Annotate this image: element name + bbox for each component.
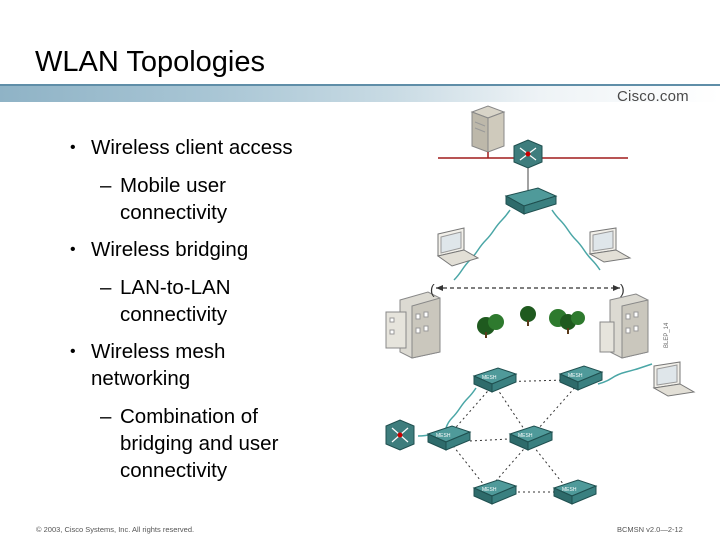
dash-marker: – xyxy=(100,174,112,197)
svg-text:(: ( xyxy=(430,281,435,297)
svg-text:MESH: MESH xyxy=(518,433,533,439)
laptop-icon xyxy=(588,227,632,263)
wireless-link xyxy=(551,209,601,271)
laptop-icon xyxy=(652,361,696,397)
trees-icon xyxy=(477,306,585,338)
footer-copyright: © 2003, Cisco Systems, Inc. All rights r… xyxy=(36,525,195,534)
bullet-text: Wireless mesh networking xyxy=(91,340,226,390)
sub-bullet-text: LAN-to-LAN connectivity xyxy=(120,276,231,326)
bullet-text: Wireless bridging xyxy=(91,238,249,261)
mesh-access-point-icon: MESH xyxy=(472,367,518,393)
mesh-access-point-icon: MESH xyxy=(558,365,604,391)
bullet-marker: • xyxy=(70,241,76,258)
building-icon xyxy=(599,293,649,359)
wireless-link xyxy=(597,363,653,385)
slide-title: WLAN Topologies xyxy=(35,46,265,78)
svg-text:MESH: MESH xyxy=(436,433,451,439)
sub-bullet-text: Mobile user connectivity xyxy=(120,174,228,224)
sub-bullet-item: – LAN-to-LAN connectivity xyxy=(100,274,335,328)
svg-text:MESH: MESH xyxy=(562,487,577,493)
access-point-icon xyxy=(504,187,558,215)
topology-diagram: ( ) BLEP_14 MESH MESH xyxy=(385,105,696,505)
svg-text:MESH: MESH xyxy=(482,487,497,493)
svg-text:): ) xyxy=(620,281,625,297)
title-bar xyxy=(0,84,720,102)
dash-marker: – xyxy=(100,276,112,299)
bullet-marker: • xyxy=(70,139,76,156)
svg-text:MESH: MESH xyxy=(482,375,497,381)
wireless-link xyxy=(453,209,511,281)
laptop-icon xyxy=(436,227,480,267)
bullet-item: • Wireless bridging xyxy=(70,236,248,263)
cisco-brand: Cisco.com xyxy=(617,88,689,105)
switch-icon xyxy=(385,419,415,451)
sub-bullet-text: Combination of bridging and user connect… xyxy=(120,405,279,482)
footer-code: BCMSN v2.0—2-12 xyxy=(617,525,683,534)
diagram-code: BLEP_14 xyxy=(664,322,670,348)
dash-marker: – xyxy=(100,405,112,428)
sub-bullet-item: – Mobile user connectivity xyxy=(100,172,335,226)
bullet-marker: • xyxy=(70,343,76,360)
mesh-access-point-icon: MESH xyxy=(552,479,598,505)
mesh-access-point-icon: MESH xyxy=(472,479,518,505)
mesh-access-point-icon: MESH xyxy=(508,425,554,451)
wireless-link xyxy=(445,387,477,429)
server-icon xyxy=(470,105,506,153)
sub-bullet-item: – Combination of bridging and user conne… xyxy=(100,403,335,484)
bullet-text: Wireless client access xyxy=(91,136,293,159)
switch-icon xyxy=(513,139,543,169)
svg-text:MESH: MESH xyxy=(568,373,583,379)
title-rule xyxy=(0,84,720,86)
bullet-item: • Wireless mesh networking xyxy=(70,338,270,392)
bullet-item: • Wireless client access xyxy=(70,134,293,161)
mesh-access-point-icon: MESH xyxy=(426,425,472,451)
building-icon xyxy=(385,291,441,359)
